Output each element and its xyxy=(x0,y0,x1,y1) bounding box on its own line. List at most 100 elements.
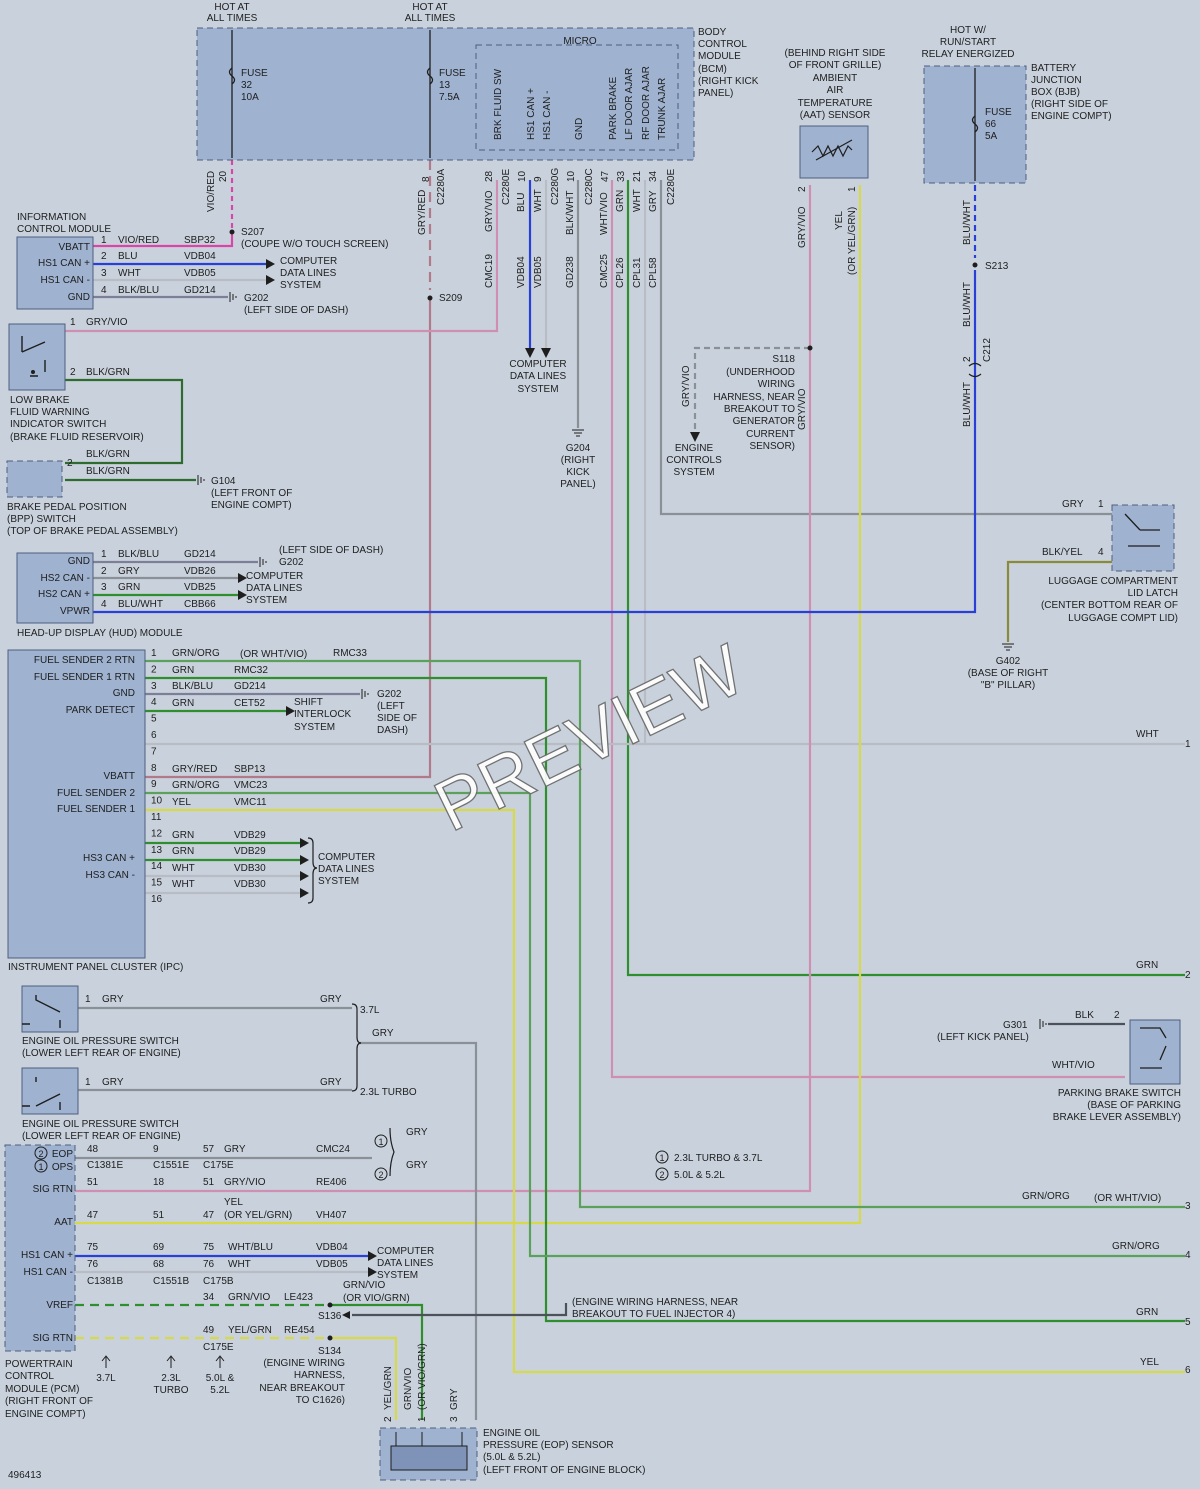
pcm-pin-50: 47 xyxy=(203,1210,215,1221)
luggage-pin4: 4 xyxy=(1098,547,1104,558)
ipc-shift-0: SHIFT xyxy=(294,697,323,708)
fuse-66-icon xyxy=(971,115,979,133)
wire-ipc-9 xyxy=(145,791,1185,1258)
icm-circuit: SBP32 xyxy=(184,235,216,246)
pcm-computer-0: COMPUTER xyxy=(377,1246,434,1257)
bcm-function-label: GND xyxy=(574,118,585,140)
pb-label-0: PARKING BRAKE SWITCH xyxy=(1058,1088,1181,1099)
s118-3: HARNESS, NEAR xyxy=(713,392,795,403)
brake-fluid-label-0: LOW BRAKE xyxy=(10,395,70,406)
pcm-pin-37: 47 xyxy=(87,1210,99,1221)
icm-computer-2: SYSTEM xyxy=(280,280,321,291)
ipc-pin-number: 8 xyxy=(151,763,157,774)
pcm-connector: C1381B xyxy=(87,1276,123,1287)
s209-label: S209 xyxy=(439,293,463,304)
icm-box xyxy=(16,236,94,310)
bpp-label-1: (BPP) SWITCH xyxy=(7,514,76,525)
ipc-pin-label: FUEL SENDER 1 xyxy=(57,804,135,815)
ipc-pin-number: 6 xyxy=(151,730,157,741)
pcm-box xyxy=(4,1144,76,1352)
hud-circuit: CBB66 xyxy=(184,599,216,610)
wire-vio-red-icm xyxy=(65,232,234,248)
aat-label-3: AIR xyxy=(827,85,844,96)
bcm-wire-blu: BLU xyxy=(516,193,527,212)
ipc-circuit: VMC23 xyxy=(234,780,268,791)
bcm-function-label: LF DOOR AJAR xyxy=(624,68,635,140)
pcm-circuit: LE423 xyxy=(284,1292,313,1303)
aat-wire-gry-vio: GRY/VIO xyxy=(797,206,808,248)
eop-wire-yel-grn: YEL/GRN xyxy=(383,1366,394,1410)
bjb-wire-3: BLU/WHT xyxy=(962,382,973,427)
eop-wire-grn-vio: GRN/VIO xyxy=(403,1368,414,1410)
c212-connector-icon xyxy=(968,362,982,378)
wire-yel-aat xyxy=(75,185,862,1225)
bpp-wire1: BLK/GRN xyxy=(86,449,130,460)
hud-wire-color: BLU/WHT xyxy=(118,599,163,610)
s207-node xyxy=(229,229,235,235)
bcm-pin-number: 20 xyxy=(218,170,229,182)
engine-controls-1: CONTROLS xyxy=(666,455,722,466)
icm-arrows xyxy=(266,259,275,285)
wire-blu-wht-bjb-2 xyxy=(93,270,977,614)
aat-sensor-box xyxy=(799,125,869,179)
hud-pin-number: 2 xyxy=(101,566,107,577)
pcm-wire-color: YEL/GRN xyxy=(228,1325,272,1336)
bcm-function-label: PARK BRAKE xyxy=(608,77,619,140)
bcm-hot1-a: HOT AT xyxy=(214,2,249,13)
ipc-pin-number: 2 xyxy=(151,664,157,675)
eops1-wire-b: GRY xyxy=(320,994,342,1005)
ipc-pin-number: 5 xyxy=(151,714,157,725)
variant-50-b: 5.2L xyxy=(210,1385,230,1396)
ipc-circuit: CET52 xyxy=(234,698,266,709)
s134-1: (ENGINE WIRING xyxy=(263,1358,345,1369)
hud-wire-color: GRY xyxy=(118,566,140,577)
hud-pin-number: 1 xyxy=(101,549,107,560)
pcm-pin-50: 51 xyxy=(203,1177,215,1188)
ipc-wire-color: GRY/RED xyxy=(172,764,217,775)
eops2-box xyxy=(21,1067,79,1115)
s118-4: BREAKOUT TO xyxy=(724,404,795,415)
fuse13-a: FUSE xyxy=(439,68,466,79)
edge-num-3: 3 xyxy=(1185,1201,1191,1212)
pcm-pin-37: 76 xyxy=(87,1259,99,1270)
icm-circuit: VDB04 xyxy=(184,251,216,262)
pcm-pin-23: 51 xyxy=(153,1210,165,1221)
s136-note-0: (ENGINE WIRING HARNESS, NEAR xyxy=(572,1297,738,1308)
legend-mark-2-icon xyxy=(374,1167,388,1181)
bcm-title-4: (RIGHT KICK xyxy=(698,76,759,87)
s213-label: S213 xyxy=(985,261,1009,272)
pcm-circuit: RE454 xyxy=(284,1325,315,1336)
aat-label-4: TEMPERATURE xyxy=(798,98,873,109)
bcm-conn-c2280g: C2280G xyxy=(550,168,561,205)
ground-icon xyxy=(229,292,237,302)
pcm-pin-50: 34 xyxy=(203,1292,215,1303)
bjb-fuse-2: 5A xyxy=(985,131,998,142)
pcm-circuit: VDB04 xyxy=(316,1242,348,1253)
s118-wire-2: GRY/VIO xyxy=(797,388,808,430)
s136-wire-0: GRN/VIO xyxy=(343,1280,385,1291)
bjb-wire-1: BLU/WHT xyxy=(962,200,973,245)
variant-37: 3.7L xyxy=(96,1373,116,1384)
luggage-gry: GRY xyxy=(1062,499,1084,510)
ipc-circuit: VDB30 xyxy=(234,863,266,874)
bcm-hot2-a: HOT AT xyxy=(412,2,447,13)
wire-gry-vio-aat xyxy=(75,185,812,1193)
watermark: PREVIEW xyxy=(423,630,757,847)
legend-mark-2: 2 xyxy=(378,1170,383,1180)
s118-wire: GRY/VIO xyxy=(681,365,692,407)
eops2-wire-b: GRY xyxy=(320,1077,342,1088)
pcm-pin-50: 76 xyxy=(203,1259,215,1270)
ipc-pin-label: HS3 CAN - xyxy=(86,870,135,881)
fuse13-c: 7.5A xyxy=(439,92,460,103)
thermistor-icon xyxy=(811,139,853,161)
pcm-ops-mark: 1 xyxy=(38,1162,43,1172)
legend-key-1-num: 1 xyxy=(659,1153,664,1163)
pb-label-2: BRAKE LEVER ASSEMBLY) xyxy=(1053,1112,1181,1123)
brake-fluid-label-3: (BRAKE FLUID RESERVOIR) xyxy=(10,432,144,443)
mid-computer-2: SYSTEM xyxy=(517,384,558,395)
eops1-label-0: ENGINE OIL PRESSURE SWITCH xyxy=(22,1036,179,1047)
ipc-circuit: RMC33 xyxy=(333,648,367,659)
